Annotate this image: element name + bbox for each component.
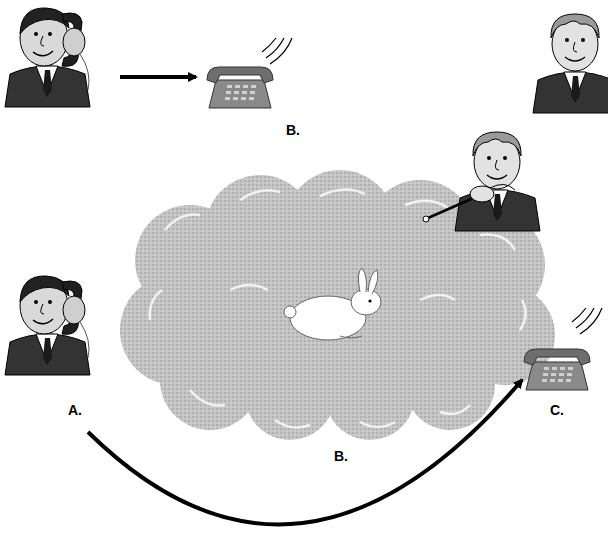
figure-letter: C. [550, 402, 564, 418]
flow-arrow [88, 380, 522, 524]
figure-letter: B. [334, 448, 348, 464]
receiver-figure [533, 14, 608, 113]
figure-letter: A. [68, 402, 82, 418]
rabbit [284, 268, 381, 340]
magician-figure [455, 132, 540, 231]
magic-wand [423, 184, 515, 222]
ring-waves [262, 38, 292, 64]
flow-arrow [120, 75, 196, 79]
telephone [207, 67, 273, 108]
figure-letter: B. [286, 122, 300, 138]
ring-waves [572, 308, 602, 334]
caller-figure [5, 276, 90, 375]
telephone [524, 349, 590, 390]
caller-figure [5, 8, 90, 107]
